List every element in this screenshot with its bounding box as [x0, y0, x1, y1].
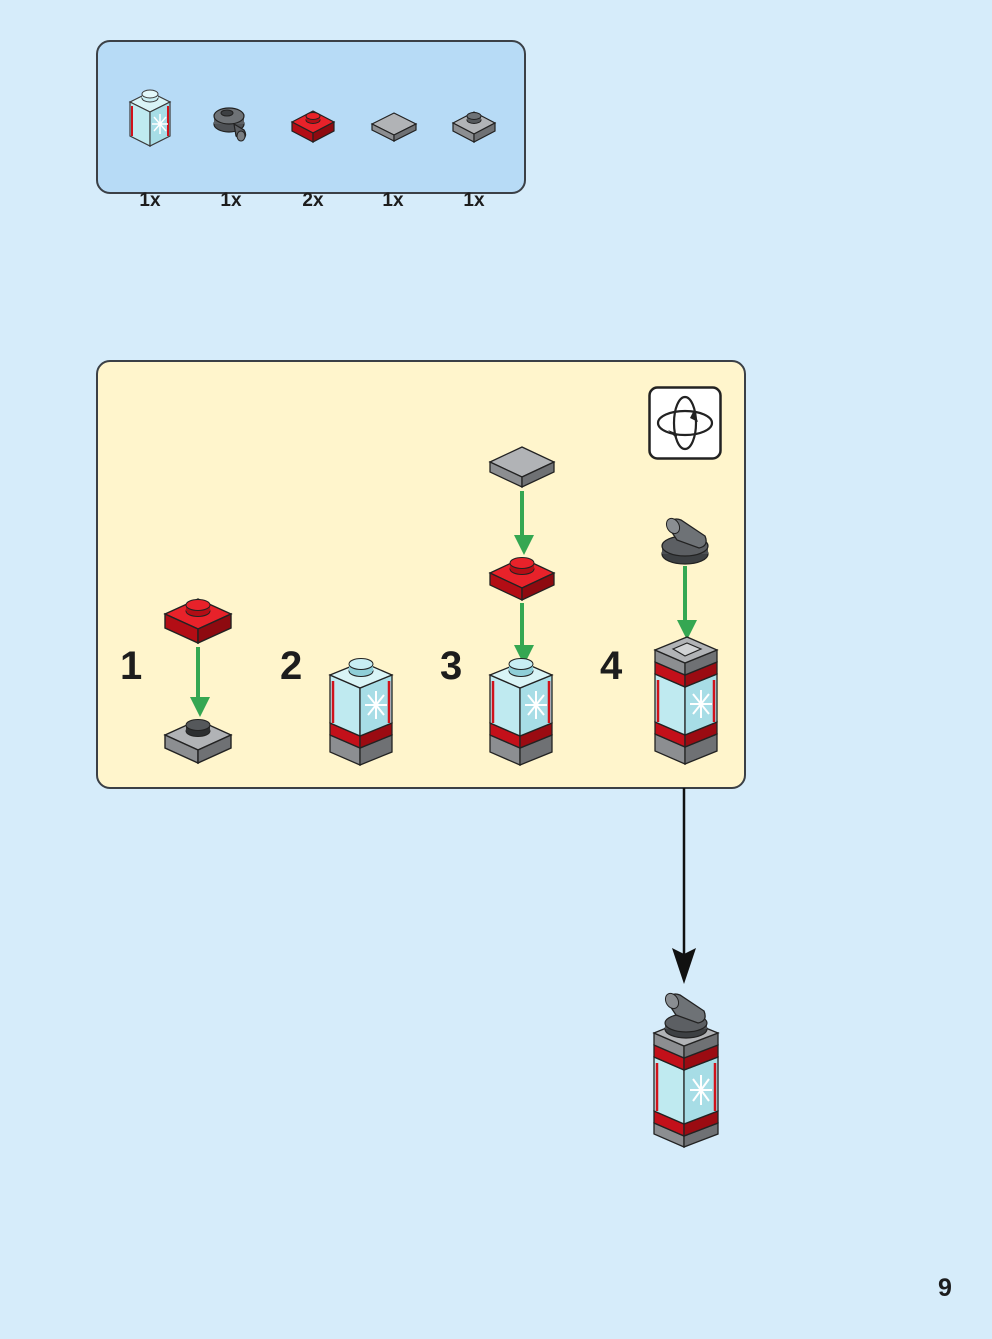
red-plate-icon: [290, 110, 336, 143]
part-quantity: 1x: [463, 190, 485, 211]
parts-list-item: 1x: [196, 86, 266, 211]
part-quantity: 1x: [139, 190, 161, 211]
parts-list-item: 1x: [439, 86, 509, 211]
step-number: 2: [280, 644, 303, 688]
parts-list-panel: 1x 1x 2x 1x: [96, 40, 526, 211]
rotate-model-icon: [648, 386, 722, 460]
parts-list-item: 2x: [278, 86, 348, 211]
result-arrow: [672, 788, 696, 984]
page-number: 9: [938, 1274, 952, 1302]
step-number: 4: [600, 644, 623, 688]
dark-grey-round-plate-icon: [213, 107, 247, 142]
parts-list-item: 1x: [358, 86, 428, 211]
trans-blue-brick-icon: [128, 89, 172, 147]
part-quantity: 1x: [382, 190, 404, 211]
grey-tile-icon: [370, 112, 418, 142]
part-quantity: 2x: [302, 190, 324, 211]
final-model-illustration: [652, 992, 720, 1148]
step-3-illustration: [488, 446, 556, 766]
step-2-illustration: [328, 658, 394, 766]
step-1-illustration: [163, 598, 233, 765]
grey-plate-icon: [451, 111, 497, 143]
parts-list-item: 1x: [115, 86, 185, 211]
step-number: 1: [120, 644, 143, 688]
step-4-illustration: [653, 517, 719, 765]
build-steps-panel: 1 2 3 4: [96, 360, 746, 789]
step-number: 3: [440, 644, 463, 688]
part-quantity: 1x: [220, 190, 242, 211]
